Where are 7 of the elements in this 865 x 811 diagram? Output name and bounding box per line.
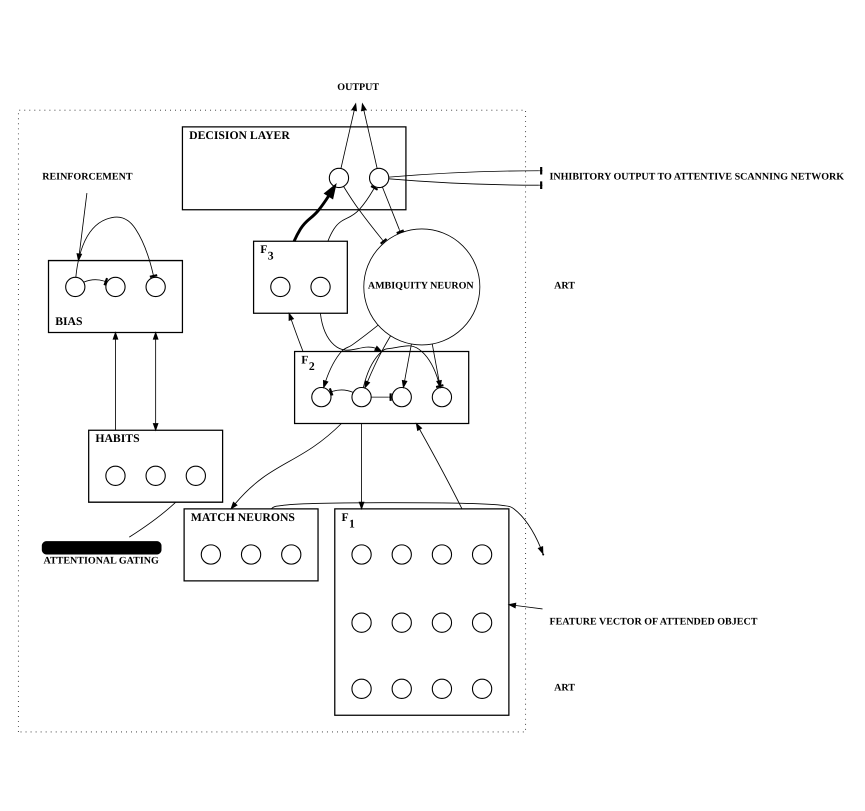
node-label: ATTENTIONAL GATING: [43, 554, 159, 566]
node-text: OUTPUT: [337, 82, 380, 93]
node-text: INHIBITORY OUTPUT TO ATTENTIVE SCANNING NETWORK: [549, 171, 844, 182]
node-text: FEATURE VECTOR OF ATTENDED OBJECT: [549, 616, 758, 627]
label: ART: [554, 682, 575, 694]
node-text: REINFORCEMENT: [42, 171, 133, 182]
label: ART: [554, 280, 575, 292]
